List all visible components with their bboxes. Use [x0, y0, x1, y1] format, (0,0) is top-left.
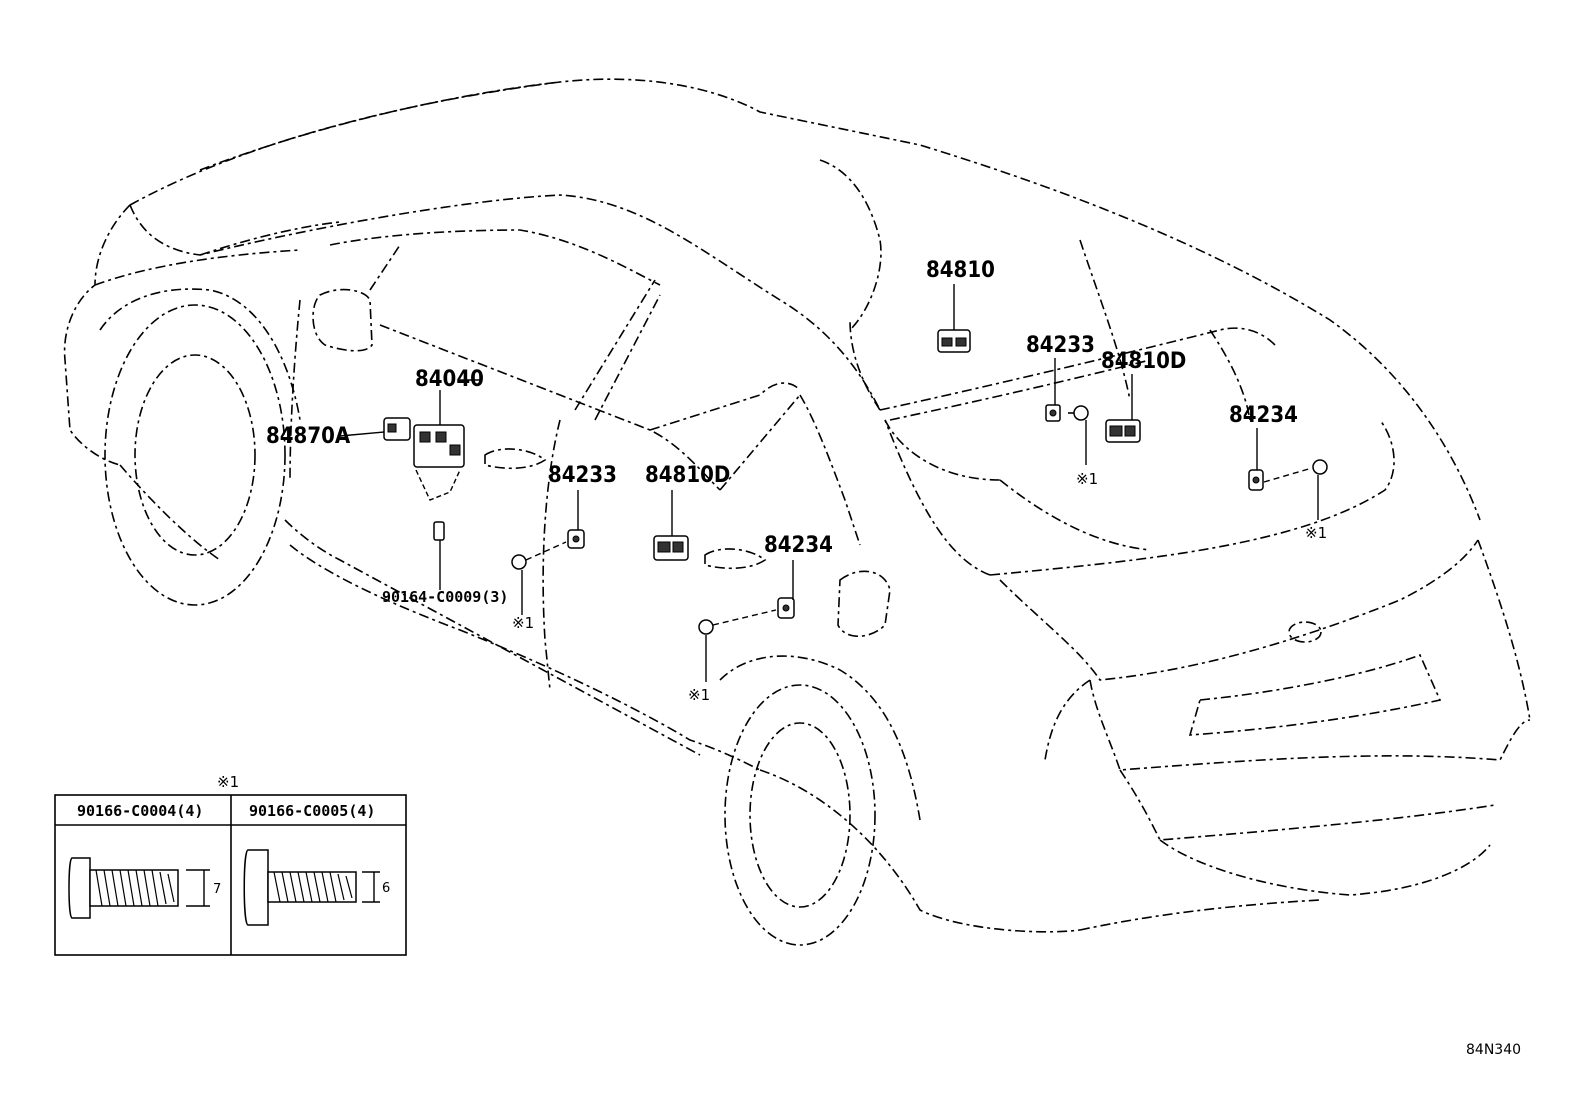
callout-84040: 84040: [415, 367, 484, 392]
car-body-outline: [63, 78, 1531, 946]
screw-left-2: [698, 609, 777, 635]
leader-lines: [339, 284, 1319, 682]
part-84040: [413, 424, 465, 501]
fastener-legend: ※1 90166-C0004(4) 90166-C0005(4) 7: [54, 773, 407, 956]
part-84810D-right: [1105, 419, 1141, 443]
callout-84233-right: 84233: [1026, 333, 1095, 358]
legend-col2-header: 90166-C0005(4): [249, 802, 375, 820]
callout-84810D-left: 84810D: [645, 463, 730, 488]
legend-title-mark: ※1: [217, 773, 239, 791]
legend-col1-dim: 7: [213, 882, 221, 897]
part-90164-screw: [433, 521, 445, 541]
screw-right-1: [1068, 405, 1089, 421]
part-84234-left: [777, 597, 795, 619]
callout-84810: 84810: [926, 258, 995, 283]
part-84233-right: [1045, 404, 1061, 422]
figure-id: 84N340: [1466, 1042, 1521, 1058]
part-84233-left: [567, 529, 585, 549]
callout-90164: 90164-C0009(3): [382, 588, 508, 606]
ref-mark-right-2: ※1: [1305, 524, 1327, 542]
legend-col2-dim: 6: [382, 881, 390, 896]
callout-84234-left: 84234: [764, 533, 833, 558]
ref-mark-left-1: ※1: [512, 614, 534, 632]
callout-84870A: 84870A: [266, 424, 351, 449]
part-84810D-left: [653, 535, 689, 561]
legend-col1-header: 90166-C0004(4): [77, 802, 203, 820]
screw-right-2: [1263, 459, 1328, 483]
fastener-90166-C0004: 7: [68, 857, 221, 919]
part-84234-right: [1248, 469, 1264, 491]
callout-84810D-right: 84810D: [1101, 349, 1186, 374]
part-84870A: [383, 417, 411, 441]
ref-mark-left-2: ※1: [688, 686, 710, 704]
screw-left-1: [511, 541, 567, 570]
ref-mark-right-1: ※1: [1076, 470, 1098, 488]
fastener-90166-C0005: 6: [243, 849, 390, 926]
part-84810: [937, 329, 971, 353]
callout-84234-right: 84234: [1229, 403, 1298, 428]
callout-84233-left: 84233: [548, 463, 617, 488]
